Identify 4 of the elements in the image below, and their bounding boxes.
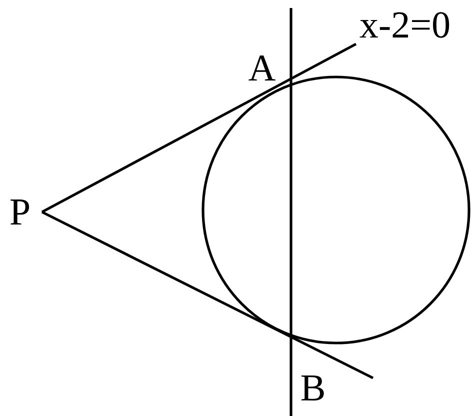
- point-label: P: [10, 200, 30, 224]
- point-label: B: [301, 376, 324, 400]
- line-equation: x-2=0: [360, 12, 450, 38]
- point-label: A: [248, 55, 276, 81]
